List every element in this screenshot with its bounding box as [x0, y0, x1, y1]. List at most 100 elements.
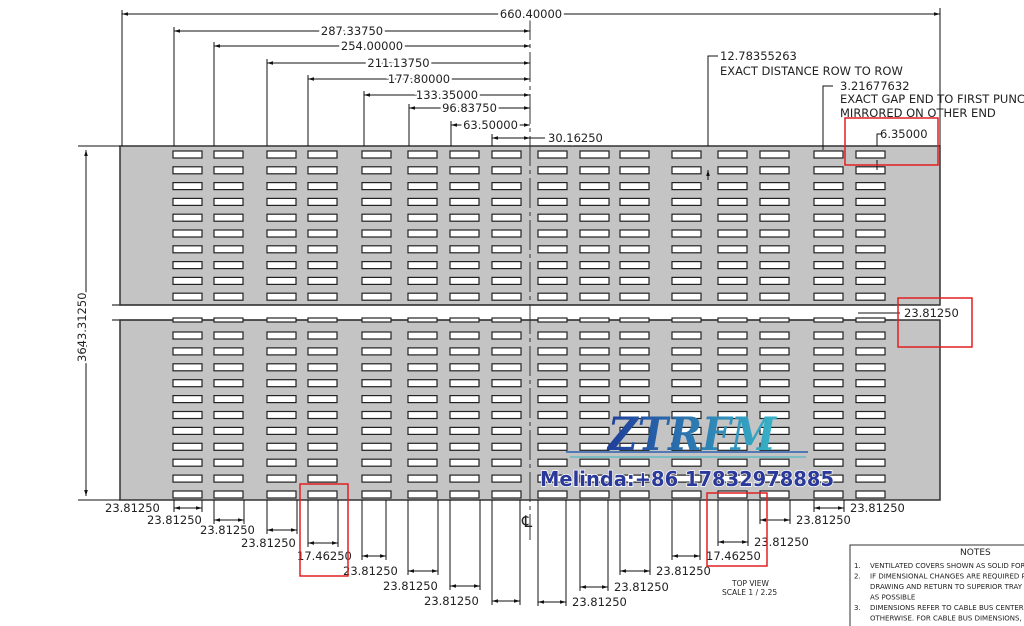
- vent-slot: [213, 347, 244, 356]
- vent-slot: [449, 474, 480, 483]
- vent-slot: [407, 347, 438, 356]
- vent-slot: [307, 331, 338, 340]
- vent-slot-partial: [449, 317, 480, 323]
- vent-slot: [619, 395, 650, 404]
- vent-slot: [759, 229, 790, 238]
- vent-slot: [307, 426, 338, 435]
- vent-slot: [307, 166, 338, 175]
- vent-slot: [813, 261, 844, 270]
- vent-slot: [266, 166, 297, 175]
- vent-slot: [759, 379, 790, 388]
- vent-slot: [449, 182, 480, 191]
- vent-slot: [213, 410, 244, 420]
- vent-slot: [579, 261, 610, 270]
- vent-slot: [491, 363, 522, 372]
- vent-slot: [172, 379, 203, 388]
- vent-slot: [579, 182, 610, 191]
- vent-slot: [671, 363, 702, 372]
- vent-slot: [449, 347, 480, 356]
- vent-slot: [855, 166, 886, 175]
- vent-slot: [307, 458, 338, 467]
- vent-slot: [671, 442, 702, 451]
- vent-slot: [407, 213, 438, 222]
- centerline-symbol: ℄: [521, 512, 533, 531]
- vent-slot: [407, 474, 438, 483]
- callout-row-to-row: 12.78355263 EXACT DISTANCE ROW TO ROW: [706, 49, 903, 180]
- vent-slot: [266, 331, 297, 340]
- vent-slot: [266, 292, 297, 301]
- top-dimension-label: 177.80000: [388, 72, 450, 86]
- overall-length-dimension: 3643.31250: [73, 145, 120, 501]
- vent-slot: [449, 213, 480, 222]
- vent-slot: [717, 166, 748, 175]
- vent-slot: [266, 474, 297, 483]
- vent-slot: [855, 490, 886, 499]
- vent-slot: [449, 197, 480, 206]
- vent-slot: [759, 213, 790, 222]
- note-line: OTHERWISE. FOR CABLE BUS DIMENSIONS, R: [870, 615, 1024, 623]
- vent-slot: [759, 261, 790, 270]
- vent-slot: [172, 347, 203, 356]
- vent-slot: [213, 426, 244, 435]
- top-dimension-label: 63.50000: [463, 118, 518, 132]
- vent-slot: [307, 197, 338, 206]
- vent-slot: [759, 166, 790, 175]
- vent-slot: [671, 347, 702, 356]
- vent-slot: [172, 331, 203, 340]
- vent-slot: [717, 410, 748, 420]
- vent-slot-partial: [619, 317, 650, 323]
- vent-slot: [717, 150, 748, 159]
- vent-slot: [361, 276, 392, 285]
- vent-slot: [361, 490, 392, 499]
- bottom-dimension-label: 23.81250: [200, 523, 255, 537]
- vent-slot: [813, 213, 844, 222]
- vent-slot: [579, 379, 610, 388]
- bottom-dimension-label: 17.46250: [706, 549, 761, 563]
- highlight-box-left: [299, 483, 349, 577]
- vent-slot: [537, 245, 568, 254]
- vent-slot: [266, 379, 297, 388]
- vent-slot: [671, 474, 702, 483]
- vent-slot: [491, 426, 522, 435]
- vent-slot: [407, 292, 438, 301]
- vent-slot: [361, 182, 392, 191]
- vent-slot: [491, 261, 522, 270]
- vent-slot: [307, 379, 338, 388]
- vent-slot: [813, 458, 844, 467]
- vent-slot: [266, 182, 297, 191]
- vent-slot: [579, 395, 610, 404]
- vent-slot: [759, 490, 790, 499]
- vent-slot: [407, 490, 438, 499]
- vent-slot: [449, 150, 480, 159]
- bottom-dimension-label: 23.81250: [147, 513, 202, 527]
- vent-slot: [537, 474, 568, 483]
- svg-text:EXACT DISTANCE ROW TO ROW: EXACT DISTANCE ROW TO ROW: [720, 64, 903, 78]
- vent-slot: [717, 490, 748, 499]
- vent-slot: [759, 474, 790, 483]
- svg-text:6.35000: 6.35000: [880, 127, 928, 141]
- vent-slot: [172, 458, 203, 467]
- vent-slot: [307, 213, 338, 222]
- vent-slot: [579, 245, 610, 254]
- vent-slot: [491, 410, 522, 420]
- vent-slot: [172, 213, 203, 222]
- vent-slot: [855, 458, 886, 467]
- svg-text:12.78355263: 12.78355263: [720, 49, 797, 63]
- svg-text:MIRRORED ON OTHER END: MIRRORED ON OTHER END: [840, 106, 996, 120]
- vent-slot: [671, 331, 702, 340]
- vent-slot: [172, 150, 203, 159]
- vent-slot: [449, 363, 480, 372]
- vent-slot: [361, 474, 392, 483]
- vent-slot: [619, 197, 650, 206]
- svg-text:NOTES: NOTES: [960, 548, 991, 558]
- vent-slot: [407, 182, 438, 191]
- bottom-dimension-label: 23.81250: [343, 564, 398, 578]
- vent-slot: [759, 182, 790, 191]
- vent-slot: [449, 426, 480, 435]
- vent-slot: [172, 395, 203, 404]
- vent-slot: [172, 197, 203, 206]
- vent-slot: [579, 229, 610, 238]
- vent-slot: [307, 276, 338, 285]
- vent-slot: [213, 458, 244, 467]
- vent-slot: [172, 292, 203, 301]
